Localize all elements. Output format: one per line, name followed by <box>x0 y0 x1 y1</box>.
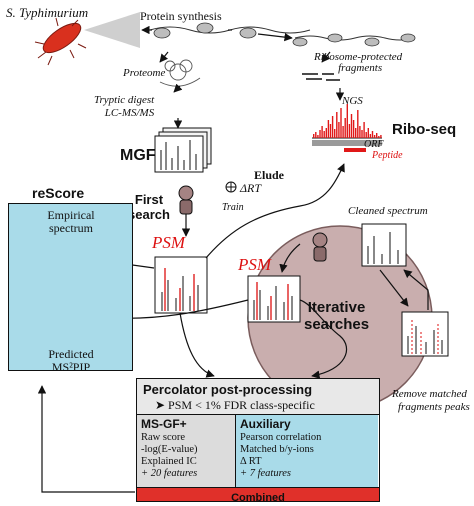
organism-label: S. Typhimurium <box>6 5 89 20</box>
ngs-coverage-bar <box>323 131 325 138</box>
protein-synthesis-label: Protein synthesis <box>140 9 222 23</box>
ngs-coverage-bar <box>376 133 378 138</box>
combined-bar: Combined <box>137 487 379 504</box>
light-cone <box>84 12 140 48</box>
msgf-feature-list: Raw score -log(E-value) Explained IC + 2… <box>141 432 198 480</box>
ngs-coverage-bar <box>319 130 321 138</box>
proteome-label: Proteome <box>123 67 166 79</box>
train-label: Train <box>222 202 244 213</box>
ngs-coverage-bar <box>317 135 319 138</box>
auxiliary-features-column: Auxiliary Pearson correlation Matched b/… <box>236 415 378 487</box>
ngs-coverage-bar <box>315 132 317 138</box>
ngs-coverage-bar <box>348 124 351 138</box>
ngs-coverage-bar <box>344 118 346 138</box>
cleaned-spectrum-label: Cleaned spectrum <box>348 205 428 217</box>
riboseq-label: Ribo-seq <box>392 121 457 138</box>
mgf-spectra-stack <box>154 127 212 173</box>
cleaned-spectrum <box>361 223 407 267</box>
rescore-title: reScore <box>32 185 85 201</box>
ngs-coverage-bar <box>355 128 357 138</box>
ngs-coverage-bar <box>363 122 365 138</box>
ngs-coverage-bar <box>321 126 323 138</box>
elude-clock-icon <box>225 181 237 193</box>
msgf-title: MS-GF+ <box>141 417 187 431</box>
search-icon-2 <box>312 232 328 262</box>
psm-label-2: PSM <box>238 255 272 274</box>
ngs-coverage-bar <box>369 134 372 138</box>
bacterium-icon <box>34 17 87 66</box>
ngs-coverage-bar <box>359 126 361 138</box>
percolator-box: Percolator post-processing ➤ PSM < 1% FD… <box>136 378 380 504</box>
ngs-coverage-bar <box>342 126 344 138</box>
ngs-coverage-plot <box>312 104 382 152</box>
ngs-coverage-bar <box>380 135 382 138</box>
ngs-coverage-bar <box>365 132 367 138</box>
percolator-header: Percolator post-processing ➤ PSM < 1% FD… <box>137 379 379 415</box>
ngs-coverage-bar <box>340 108 342 138</box>
combined-label: Combined <box>231 492 285 504</box>
ngs-coverage-bar <box>338 122 340 138</box>
ngs-coverage-bar <box>329 124 332 138</box>
ngs-coverage-bar <box>327 120 330 138</box>
ribosome-icons <box>153 22 416 47</box>
delta-rt-label: ΔRT <box>240 181 262 195</box>
percolator-title: Percolator post-processing <box>143 382 313 397</box>
proteome-icon <box>159 59 201 87</box>
ngs-coverage-bar <box>350 114 353 138</box>
ngs-coverage-bar <box>367 128 369 138</box>
ngs-coverage-bar <box>313 134 315 138</box>
ngs-coverage-bar <box>371 131 374 138</box>
remove-matched-spectrum <box>401 311 449 357</box>
ngs-coverage-bar <box>334 129 336 138</box>
ngs-coverage-bar <box>325 128 327 138</box>
search-icon <box>178 185 194 215</box>
auxiliary-feature-list: Pearson correlation Matched b/y-ions Δ R… <box>240 432 322 480</box>
ngs-coverage-bar <box>336 112 338 138</box>
percolator-subtitle: ➤ PSM < 1% FDR class-specific <box>155 398 315 412</box>
auxiliary-title: Auxiliary <box>240 417 291 431</box>
ngs-coverage-bar <box>378 136 380 138</box>
ngs-coverage-bar <box>346 104 348 138</box>
orf-track <box>312 140 382 146</box>
peptide-label: Peptide <box>372 150 403 161</box>
ngs-coverage-bar <box>361 130 363 138</box>
psm-spectrum-1 <box>154 256 208 314</box>
peptide-track <box>344 148 366 152</box>
ngs-label: NGS <box>342 95 363 107</box>
orf-label: ORF <box>364 139 384 150</box>
ngs-coverage-bar <box>352 120 355 138</box>
psm-label-1: PSM <box>152 233 186 252</box>
ngs-coverage-bar <box>357 110 359 138</box>
ngs-coverage-bar <box>331 116 334 138</box>
rescore-panel <box>8 203 133 371</box>
ngs-coverage-bar <box>373 135 376 138</box>
msgf-features-column: MS-GF+ Raw score -log(E-value) Explained… <box>137 415 236 487</box>
psm-spectrum-2 <box>247 275 301 323</box>
elude-label: Elude <box>254 168 285 182</box>
mgf-label: MGF <box>120 147 156 164</box>
fragment-dashes <box>302 73 340 81</box>
